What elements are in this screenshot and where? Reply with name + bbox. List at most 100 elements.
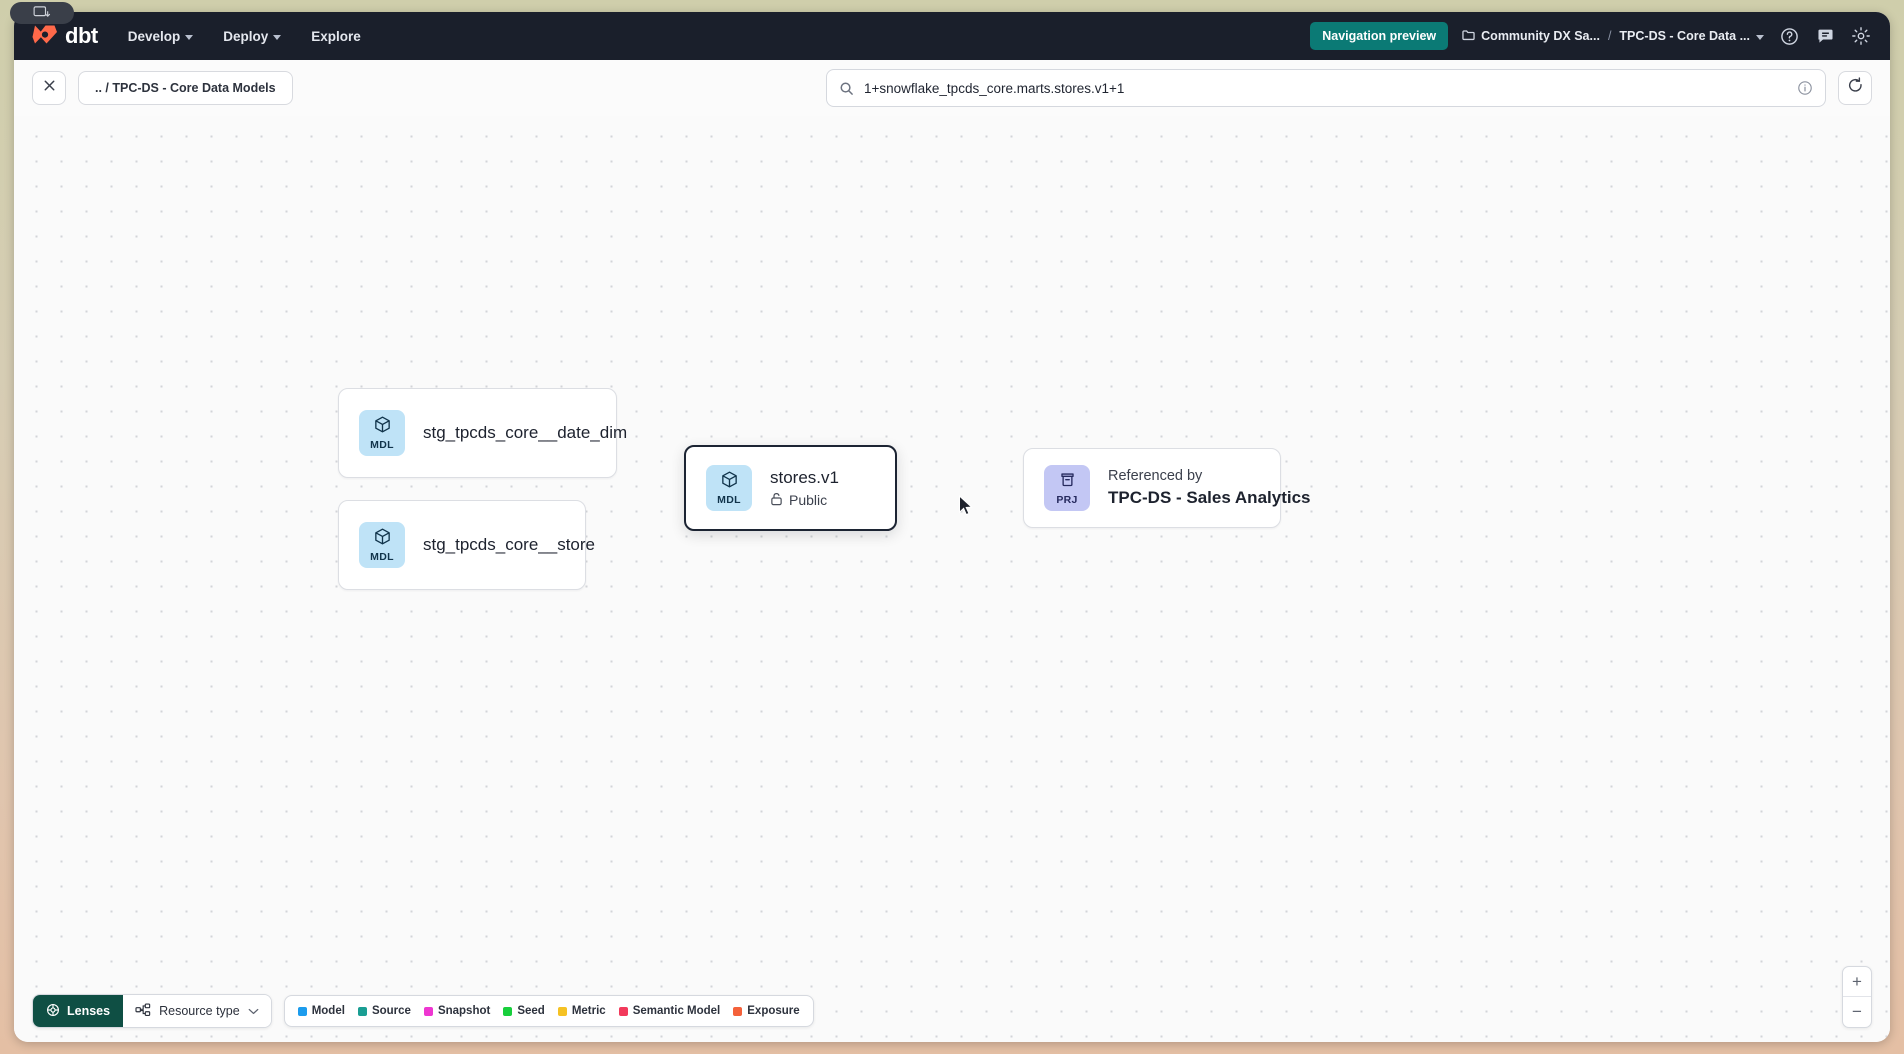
graph-breadcrumb-pill[interactable]: .. / TPC-DS - Core Data Models [78, 71, 293, 105]
node-body: Referenced by TPC-DS - Sales Analytics [1108, 468, 1311, 508]
legend-item-model[interactable]: Model [297, 1005, 345, 1017]
search-icon [839, 81, 854, 96]
node-access: Public [770, 492, 839, 509]
node-badge-label: PRJ [1056, 494, 1078, 507]
resource-type-dropdown[interactable]: Resource type [123, 995, 271, 1027]
cube-icon [720, 470, 739, 494]
info-circle-icon[interactable] [1797, 80, 1813, 96]
legend-swatch [733, 1006, 743, 1016]
feedback-chat-icon[interactable] [1814, 25, 1836, 47]
breadcrumb: Community DX Sa... / TPC-DS - Core Data … [1462, 29, 1764, 44]
zoom-out-button[interactable]: − [1852, 1002, 1862, 1021]
lenses-button[interactable]: Lenses [33, 995, 124, 1027]
legend-swatch [423, 1006, 433, 1016]
zoom-in-button[interactable]: + [1843, 967, 1871, 997]
chevron-down-icon [1756, 34, 1764, 40]
node-title: stg_tpcds_core__date_dim [423, 423, 628, 442]
refresh-button[interactable] [1838, 71, 1872, 105]
chevron-down-icon [248, 1008, 259, 1014]
close-graph-button[interactable] [32, 71, 66, 105]
legend-item-snapshot[interactable]: Snapshot [423, 1005, 491, 1017]
close-x-icon [42, 78, 57, 98]
node-badge-mdl: MDL [359, 410, 405, 456]
help-circle-icon[interactable] [1778, 25, 1800, 47]
graph-node-stores-v1[interactable]: MDL stores.v1 Public [684, 445, 897, 531]
nav-link-explore[interactable]: Explore [309, 23, 363, 50]
graph-edge-layer [14, 116, 314, 266]
refresh-icon [1847, 77, 1864, 99]
bottom-left-controls: Lenses Resource type [32, 994, 814, 1028]
os-window-overlay-pill[interactable] [10, 2, 74, 24]
legend-label: Seed [517, 1005, 545, 1017]
node-title: stg_tpcds_core__store [423, 535, 595, 554]
legend-label: Metric [571, 1005, 606, 1017]
legend-item-semantic-model[interactable]: Semantic Model [618, 1005, 721, 1017]
lenses-group: Lenses Resource type [32, 994, 272, 1028]
legend-swatch [618, 1006, 628, 1016]
settings-gear-icon[interactable] [1850, 25, 1872, 47]
legend-swatch [503, 1006, 513, 1016]
top-navigation-bar: dbt Develop Deploy Explore Navigation pr… [14, 12, 1890, 60]
node-badge-label: MDL [370, 551, 394, 564]
legend-item-source[interactable]: Source [357, 1005, 411, 1017]
node-badge-prj: PRJ [1044, 465, 1090, 511]
nav-right-group: Navigation preview Community DX Sa... / … [1310, 22, 1872, 50]
search-group [826, 69, 1872, 107]
node-kicker: Referenced by [1108, 468, 1203, 484]
lenses-label: Lenses [67, 1004, 111, 1018]
window-share-icon [33, 6, 51, 17]
graph-node-stg-tpcds-core-date-dim[interactable]: MDL stg_tpcds_core__date_dim [338, 388, 627, 478]
node-title: TPC-DS - Sales Analytics [1108, 488, 1311, 507]
legend-label: Source [371, 1005, 411, 1017]
legend-swatch [297, 1006, 307, 1016]
node-title: stores.v1 [770, 467, 839, 487]
app-window: dbt Develop Deploy Explore Navigation pr… [14, 12, 1890, 1042]
brand[interactable]: dbt [32, 23, 98, 49]
legend-label: Model [311, 1005, 345, 1017]
resource-type-label: Resource type [159, 1004, 240, 1018]
search-input[interactable] [864, 80, 1787, 96]
node-badge-label: MDL [370, 439, 394, 452]
nav-links: Develop Deploy Explore [126, 23, 363, 50]
chevron-down-icon [185, 34, 194, 40]
legend-item-exposure[interactable]: Exposure [733, 1005, 800, 1017]
legend-label: Snapshot [437, 1005, 491, 1017]
resource-nodes-icon [135, 1002, 151, 1020]
brand-name: dbt [65, 23, 98, 48]
chevron-down-icon [273, 34, 282, 40]
graph-toolbar: .. / TPC-DS - Core Data Models [14, 60, 1890, 116]
node-body: stores.v1 Public [770, 468, 839, 509]
legend-item-seed[interactable]: Seed [503, 1005, 545, 1017]
zoom-controls: + − [1842, 966, 1872, 1028]
legend-item-metric[interactable]: Metric [557, 1005, 606, 1017]
legend-swatch [357, 1006, 367, 1016]
resource-type-legend: Model Source Snapshot Seed Metric [283, 995, 814, 1027]
breadcrumb-separator: / [1607, 29, 1612, 43]
navigation-preview-badge[interactable]: Navigation preview [1310, 22, 1449, 50]
breadcrumb-project[interactable]: TPC-DS - Core Data ... [1619, 29, 1764, 43]
graph-node-stg-tpcds-core-store[interactable]: MDL stg_tpcds_core__store [338, 500, 595, 590]
lens-globe-icon [46, 1003, 60, 1020]
node-badge-mdl: MDL [359, 522, 405, 568]
folder-icon [1462, 29, 1475, 44]
legend-label: Semantic Model [632, 1005, 721, 1017]
nav-link-explore-label: Explore [311, 28, 361, 44]
nav-link-deploy-label: Deploy [223, 28, 269, 44]
breadcrumb-project-label: TPC-DS - Core Data ... [1619, 29, 1750, 43]
nav-link-deploy[interactable]: Deploy [221, 23, 283, 50]
node-badge-label: MDL [717, 494, 741, 507]
nav-link-develop-label: Develop [127, 28, 181, 44]
nav-link-develop[interactable]: Develop [126, 23, 196, 50]
search-box[interactable] [826, 69, 1826, 107]
legend-swatch [557, 1006, 567, 1016]
breadcrumb-account[interactable]: Community DX Sa... [1462, 29, 1600, 44]
breadcrumb-account-label: Community DX Sa... [1481, 29, 1600, 43]
node-badge-mdl: MDL [706, 465, 752, 511]
legend-label: Exposure [747, 1005, 800, 1017]
cube-icon [373, 527, 392, 551]
lineage-graph-canvas[interactable]: MDL stg_tpcds_core__date_dim MDL stg_tpc… [14, 116, 1890, 1042]
graph-node-tpcds-sales-analytics[interactable]: PRJ Referenced by TPC-DS - Sales Analyti… [1023, 448, 1311, 528]
dbt-logo-icon [32, 24, 58, 48]
cube-icon [373, 415, 392, 439]
project-stack-icon [1058, 470, 1077, 494]
